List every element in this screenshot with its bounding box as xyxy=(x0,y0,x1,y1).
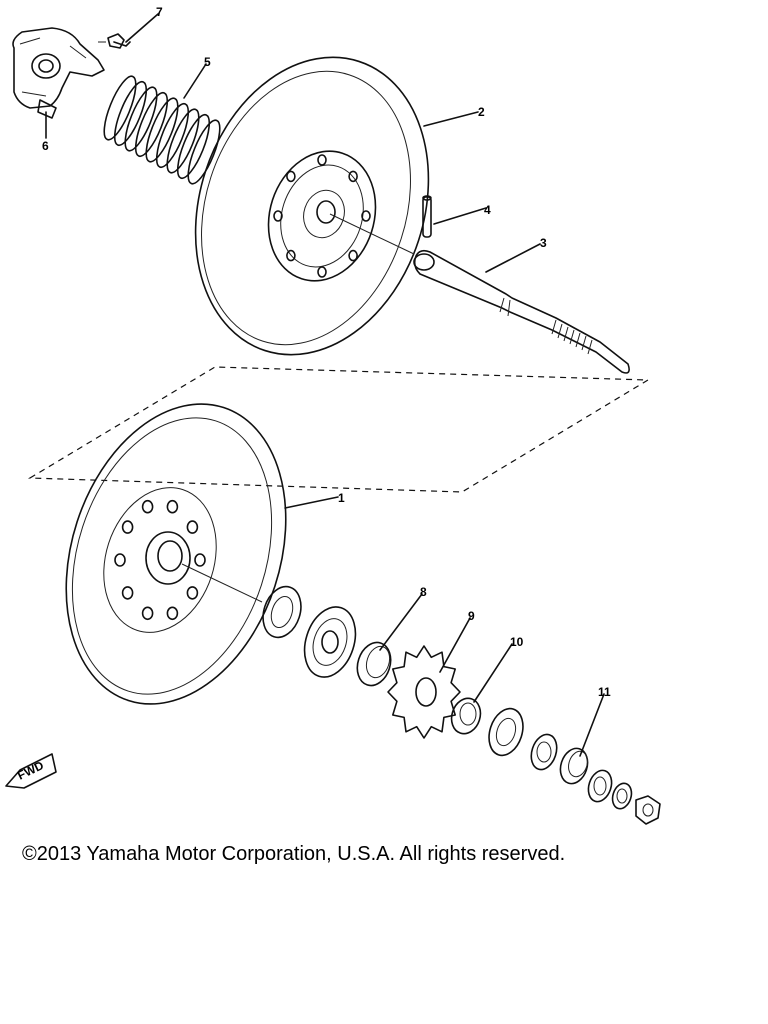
part-4-pin xyxy=(422,195,432,238)
washer-a xyxy=(530,733,558,771)
assembly-guide-dashed xyxy=(27,366,651,493)
callout-1: 1 xyxy=(338,491,345,505)
part-9-sprocket xyxy=(387,645,461,739)
callout-10: 10 xyxy=(510,635,524,649)
callout-3: 3 xyxy=(540,236,547,250)
callout-2: 2 xyxy=(478,105,485,119)
bearing-b xyxy=(303,606,357,678)
part-6-bracket xyxy=(12,27,105,119)
part-11-collar xyxy=(559,747,589,785)
bearing-a xyxy=(262,585,302,639)
callout-7: 7 xyxy=(156,5,163,19)
part-2-sliding-sheave xyxy=(194,56,430,356)
copyright-notice: ©2013 Yamaha Motor Corporation, U.S.A. A… xyxy=(22,843,566,865)
exploded-parts-diagram: 1 2 3 4 5 6 7 8 9 10 11 FWD xyxy=(5,5,661,825)
callout-9: 9 xyxy=(468,609,475,623)
callout-8: 8 xyxy=(420,585,427,599)
fwd-arrow-icon: FWD xyxy=(5,753,57,789)
leader-lines xyxy=(45,13,605,757)
part-8-collar xyxy=(356,641,392,687)
part-5-spring xyxy=(103,75,221,185)
part-1-fixed-sheave xyxy=(65,403,287,705)
bearing-c xyxy=(488,707,524,757)
washer-c xyxy=(611,782,633,810)
nut xyxy=(635,795,661,825)
callout-6: 6 xyxy=(42,139,49,153)
callout-11: 11 xyxy=(598,685,611,699)
callout-4: 4 xyxy=(484,203,491,217)
washer-b xyxy=(587,769,613,803)
part-7-fitting xyxy=(98,33,131,49)
callout-5: 5 xyxy=(204,55,211,69)
part-10-spacer xyxy=(450,697,482,735)
part-3-shaft xyxy=(329,213,630,374)
